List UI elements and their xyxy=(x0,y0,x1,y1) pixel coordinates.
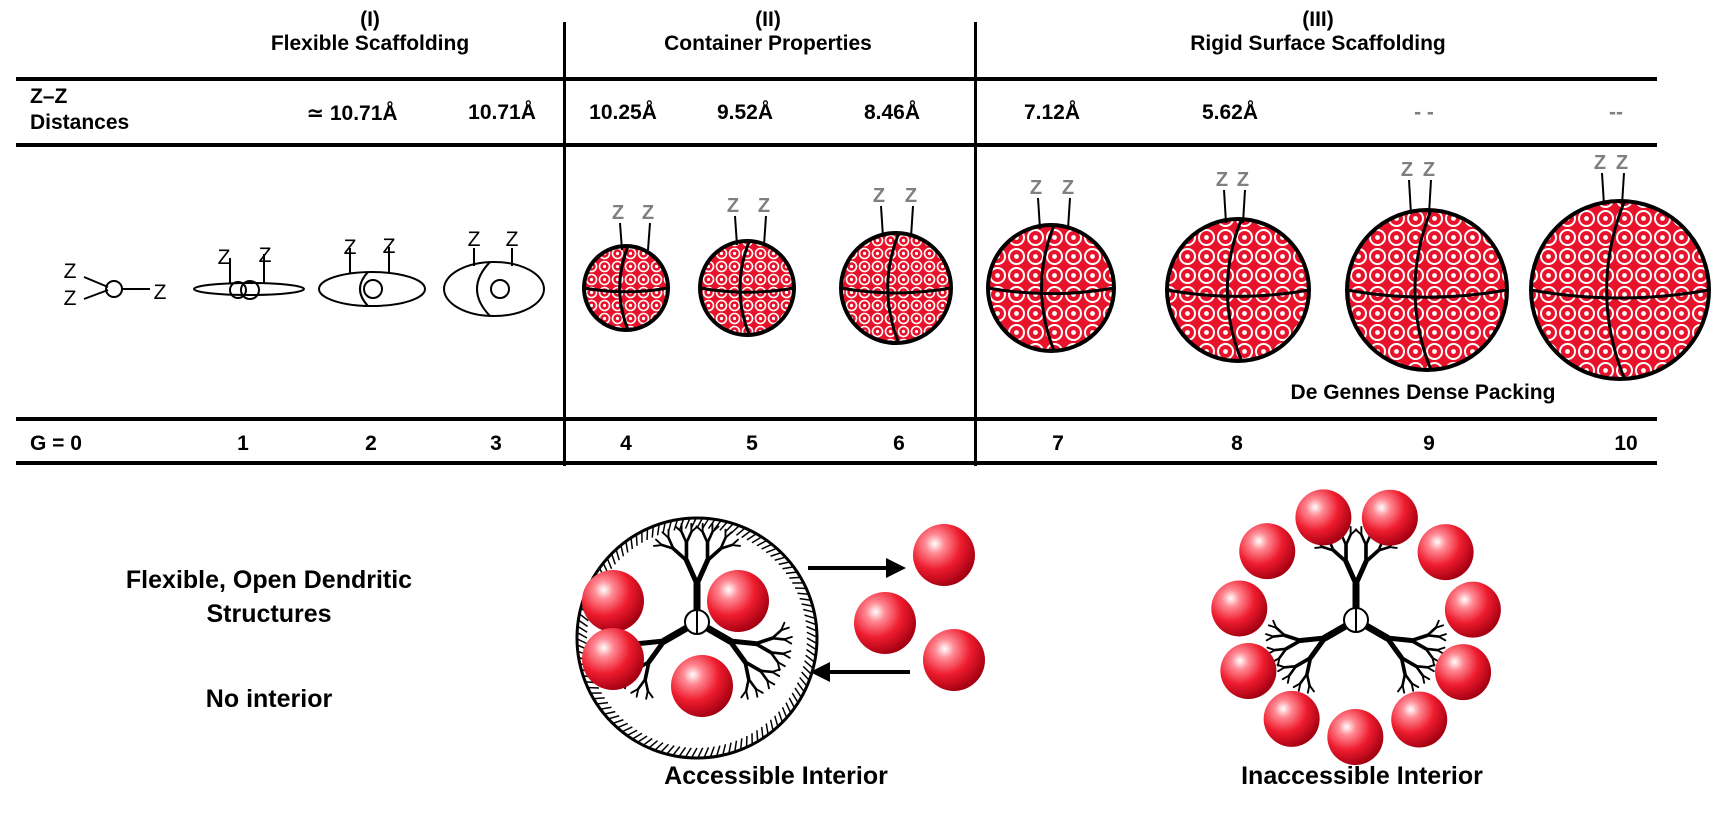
generation-6: 6 xyxy=(893,432,905,455)
distance-g6: 8.46Å xyxy=(863,101,921,124)
section-iii-header: (III) Rigid Surface Scaffolding xyxy=(1190,8,1446,56)
z-end-group-label: Z xyxy=(873,185,885,207)
flexible-text-line1: Flexible, Open Dendritic xyxy=(125,566,413,594)
generation-10: 10 xyxy=(1614,432,1638,455)
generation-8: 8 xyxy=(1231,432,1243,455)
generation-3: 3 xyxy=(490,432,502,455)
z-end-group-label: Z xyxy=(1423,159,1435,181)
exchange-arrows xyxy=(808,558,910,682)
z-end-group-label: Z xyxy=(218,246,231,269)
z-end-group-label: Z xyxy=(905,185,917,207)
z-end-group-label: Z xyxy=(642,202,654,224)
distance-g5: 9.52Å xyxy=(716,101,774,124)
table-rule-top xyxy=(16,77,1657,81)
generation-1: 1 xyxy=(237,432,249,455)
accessible-guest-balls xyxy=(582,524,985,717)
section-iii-title: Rigid Surface Scaffolding xyxy=(1190,32,1446,55)
z-end-group-label: Z xyxy=(758,195,770,217)
z-end-group-label: Z xyxy=(612,202,624,224)
z-end-group-label: Z xyxy=(1401,159,1413,181)
section-i-numeral: (I) xyxy=(360,8,380,31)
distance-g3: 10.71Å xyxy=(468,101,536,124)
generation-4: 4 xyxy=(620,432,632,455)
generation-7: 7 xyxy=(1052,432,1064,455)
distance-g8: 5.62Å xyxy=(1201,101,1259,124)
surface-group-ball xyxy=(1417,524,1474,581)
flexible-text-line2: Structures xyxy=(206,600,332,628)
distance-g10: -- xyxy=(1609,101,1623,124)
surface-group-ball xyxy=(1327,708,1384,765)
distance-g2: ≃ 10.71Å xyxy=(306,102,398,125)
surface-group-ball xyxy=(1444,581,1501,638)
section-ii-numeral: (II) xyxy=(755,8,781,31)
no-interior-text: No interior xyxy=(205,685,333,713)
section-ii-title: Container Properties xyxy=(664,32,872,55)
surface-group-ball xyxy=(1391,691,1448,748)
section-i-title: Flexible Scaffolding xyxy=(270,32,470,55)
z-end-group-label: Z xyxy=(259,244,272,267)
zz-label-line2: Distances xyxy=(30,111,130,134)
de-gennes-label: De Gennes Dense Packing xyxy=(1290,381,1556,404)
section-i-header: (I) Flexible Scaffolding xyxy=(271,8,469,56)
accessible-interior-label: Accessible Interior xyxy=(664,762,888,790)
z-end-group-label: Z xyxy=(727,195,739,217)
surface-group-ball xyxy=(1211,580,1268,637)
generation-5: 5 xyxy=(746,432,758,455)
flexible-structures-text: Flexible, Open Dendritic Structures xyxy=(126,563,412,631)
table-rule-images xyxy=(16,417,1657,421)
z-end-group-label: Z xyxy=(64,260,77,283)
generation-9: 9 xyxy=(1423,432,1435,455)
inaccessible-interior-label: Inaccessible Interior xyxy=(1241,762,1483,790)
z-end-group-label: Z xyxy=(1216,169,1228,191)
generation-0: G = 0 xyxy=(30,432,82,455)
generation-3-drawing xyxy=(443,248,545,317)
surface-group-ball xyxy=(1361,489,1418,546)
generation-0-core-drawing xyxy=(83,276,150,300)
z-end-group-label: Z xyxy=(506,228,519,251)
z-end-group-label: Z xyxy=(1594,152,1606,174)
z-end-group-label: Z xyxy=(1237,169,1249,191)
section-ii-header: (II) Container Properties xyxy=(664,8,872,56)
distance-g7: 7.12Å xyxy=(1023,101,1081,124)
z-end-group-label: Z xyxy=(344,236,357,259)
z-end-group-label: Z xyxy=(154,281,167,304)
surface-group-ball xyxy=(1295,489,1352,546)
distance-g9: - - xyxy=(1414,101,1434,124)
z-end-group-label: Z xyxy=(383,235,396,258)
surface-group-ball xyxy=(1435,644,1492,701)
surface-group-ball xyxy=(1263,690,1320,747)
z-end-group-label: Z xyxy=(64,287,77,310)
distance-g4: 10.25Å xyxy=(589,101,657,124)
generation-2: 2 xyxy=(365,432,377,455)
divider-ii-iii xyxy=(974,22,977,466)
inaccessible-dendrimer xyxy=(1211,489,1501,765)
z-end-group-label: Z xyxy=(1030,177,1042,199)
zz-label-line1: Z–Z xyxy=(30,85,68,108)
z-end-group-label: Z xyxy=(1616,152,1628,174)
zz-distances-label: Z–Z Distances xyxy=(30,84,129,136)
z-end-group-label: Z xyxy=(468,228,481,251)
surface-group-ball xyxy=(1239,523,1296,580)
surface-group-ball xyxy=(1220,642,1277,699)
z-end-group-label: Z xyxy=(1062,177,1074,199)
table-rule-bottom xyxy=(16,461,1657,465)
section-iii-numeral: (III) xyxy=(1302,8,1334,31)
generation-2-drawing xyxy=(318,247,426,307)
table-rule-distances xyxy=(16,143,1657,147)
generation-1-drawing xyxy=(193,254,305,300)
divider-i-ii xyxy=(563,22,566,466)
